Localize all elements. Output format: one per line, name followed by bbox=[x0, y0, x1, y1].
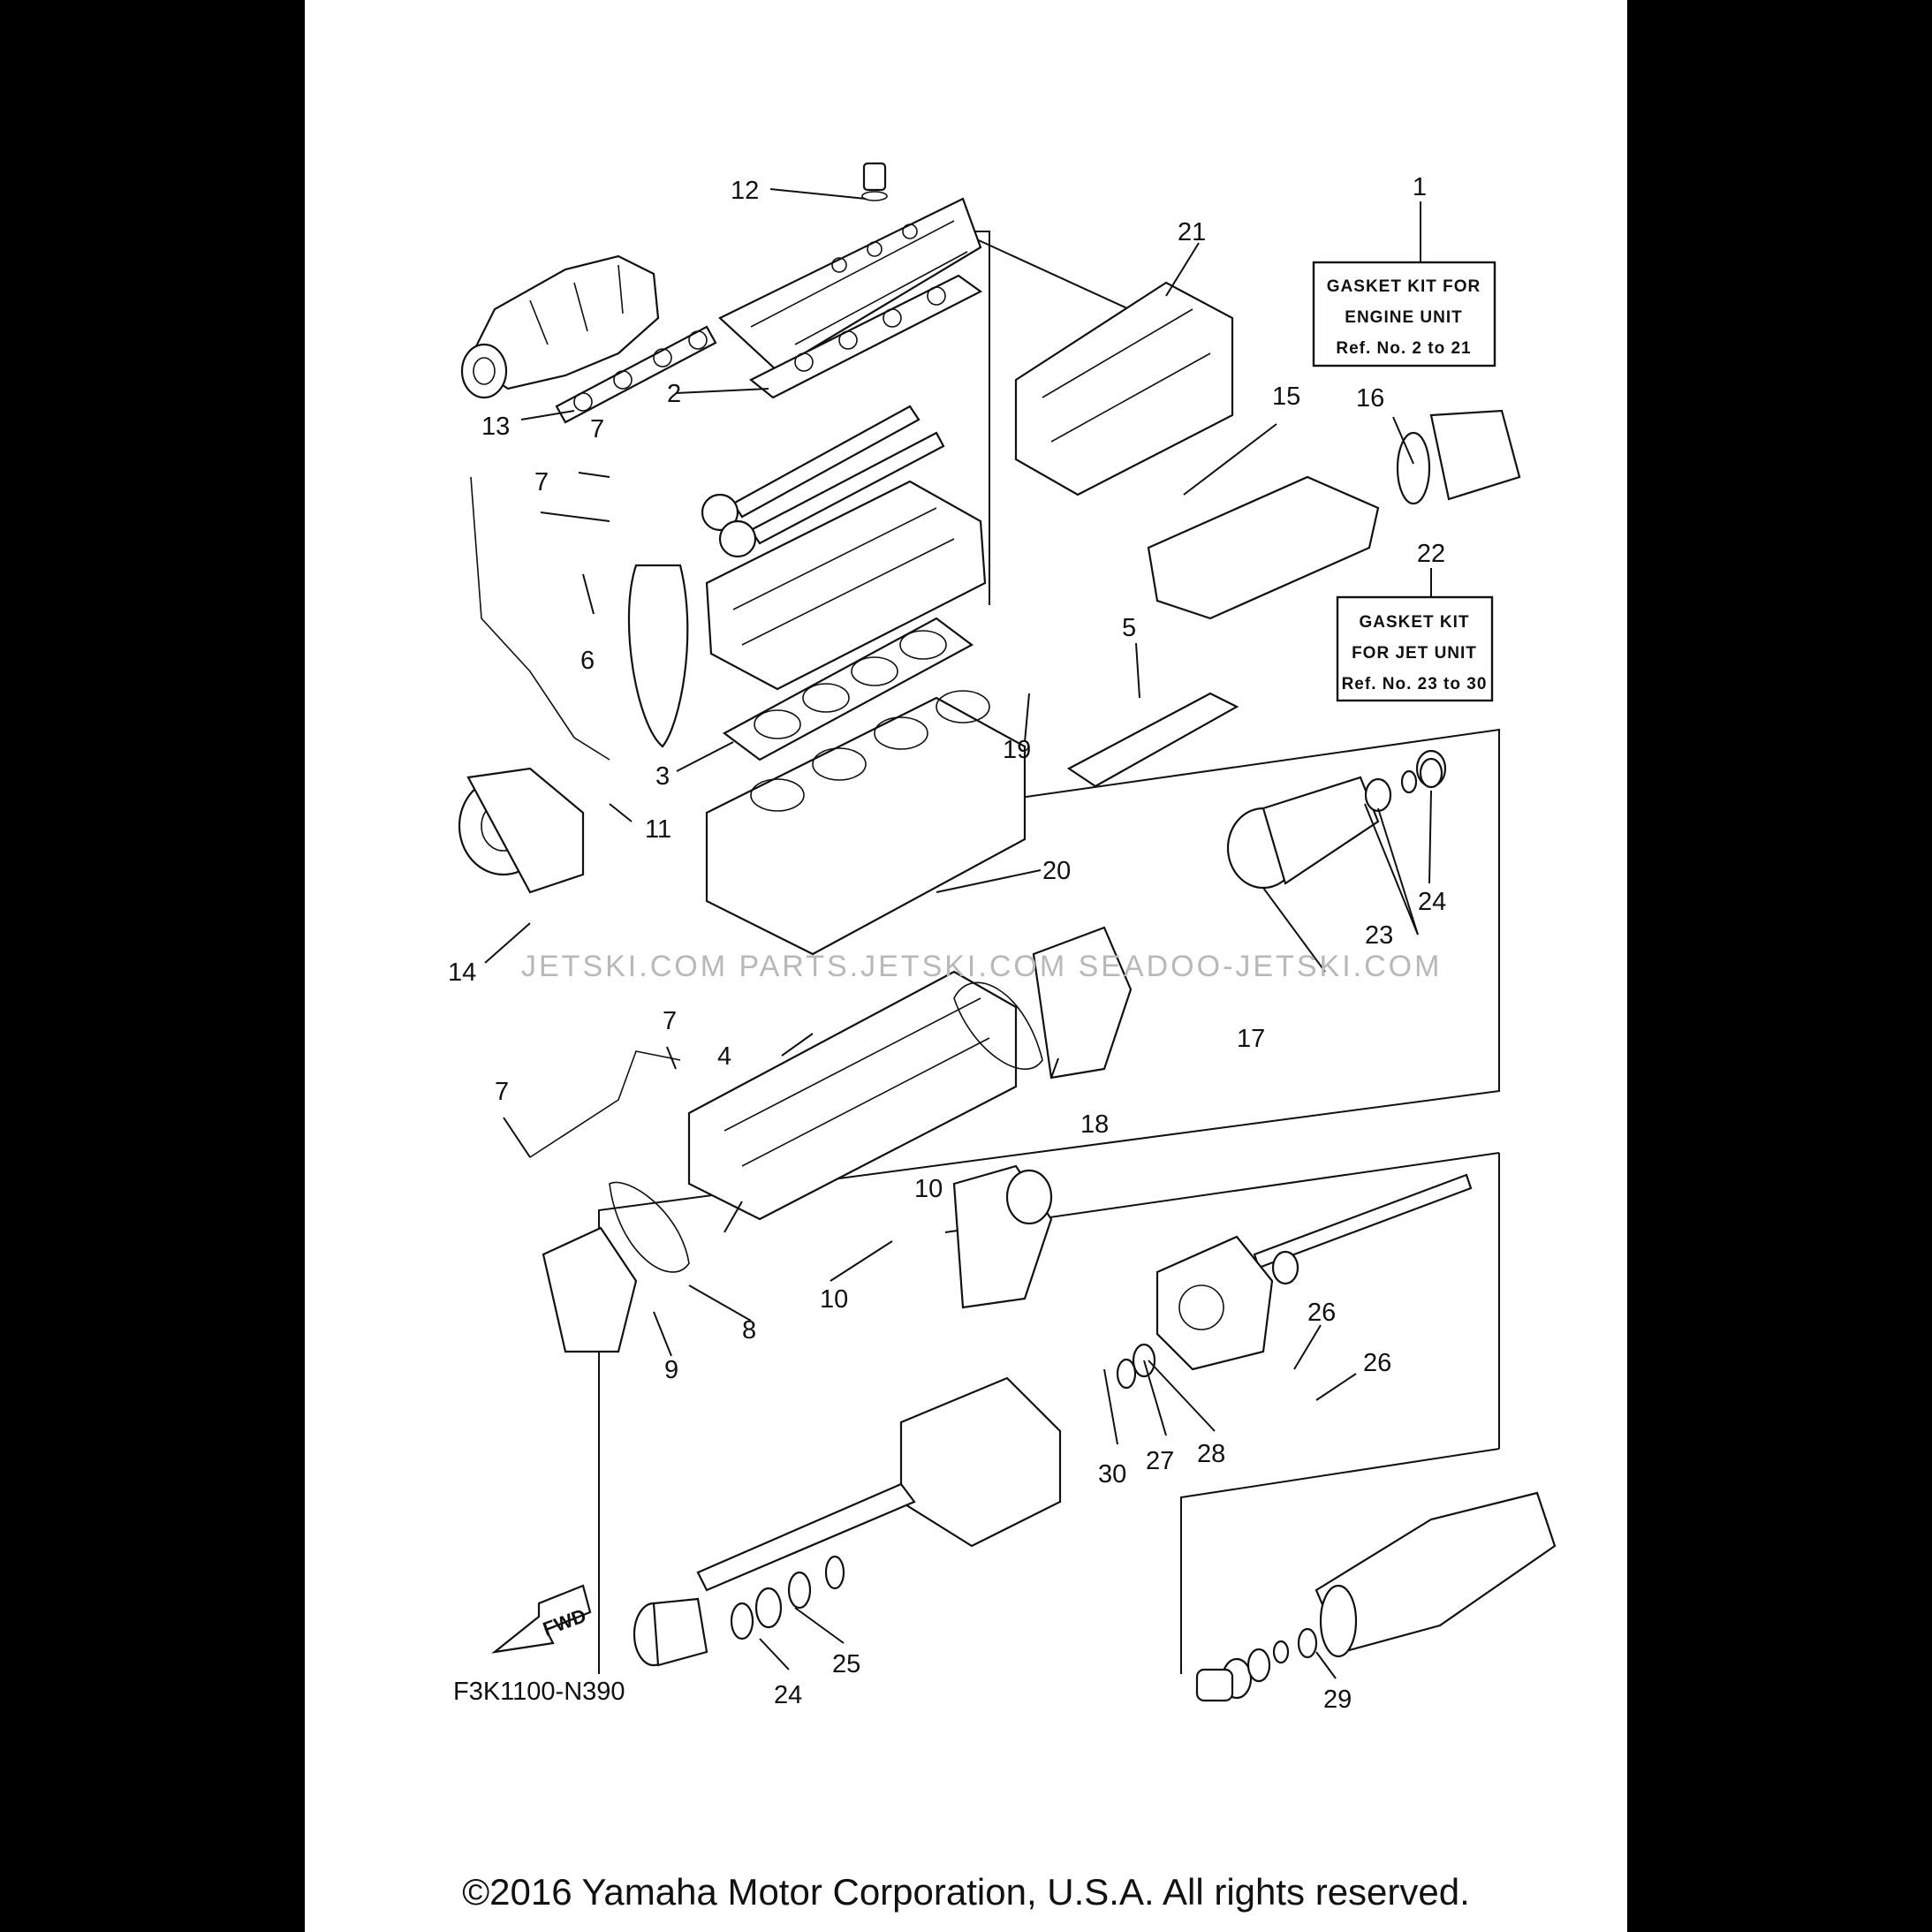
copyright-notice: ©2016 Yamaha Motor Corporation, U.S.A. A… bbox=[462, 1871, 1470, 1913]
callout-6: 6 bbox=[580, 647, 595, 675]
callout-11: 11 bbox=[645, 815, 671, 844]
callout-21: 21 bbox=[1178, 218, 1206, 246]
engine-kit-line3: Ref. No. 2 to 21 bbox=[1336, 339, 1471, 358]
callout-4: 4 bbox=[717, 1042, 731, 1071]
callout-24a: 24 bbox=[1418, 888, 1446, 916]
head-cover-gasket bbox=[748, 274, 983, 399]
callout-26b: 26 bbox=[1363, 1349, 1391, 1377]
crankcase bbox=[687, 970, 1018, 1221]
callout-9: 9 bbox=[664, 1356, 678, 1384]
callout-12: 12 bbox=[731, 177, 759, 205]
callout-16: 16 bbox=[1356, 384, 1384, 413]
callout-24b: 24 bbox=[774, 1681, 802, 1709]
seals-bottom bbox=[730, 1555, 845, 1640]
callout-30: 30 bbox=[1098, 1460, 1126, 1489]
oil-filler-cap bbox=[861, 162, 888, 201]
callout-22: 22 bbox=[1417, 540, 1445, 568]
callout-13: 13 bbox=[481, 413, 510, 441]
callout-numbers: 2 3 4 5 6 7 7 7 7 8 9 10 10 11 12 13 14 … bbox=[448, 177, 1446, 1714]
cylinder-head-gasket bbox=[722, 617, 974, 761]
callout-15: 15 bbox=[1272, 383, 1300, 411]
oil-pipe bbox=[529, 1050, 681, 1158]
engine-kit-line1: GASKET KIT FOR bbox=[1327, 277, 1481, 296]
callout-14: 14 bbox=[448, 958, 476, 987]
exhaust-manifold bbox=[460, 254, 660, 399]
callout-1: 1 bbox=[1413, 173, 1427, 201]
nozzle-assembly bbox=[1315, 1491, 1557, 1658]
jet-unit-gasket-kit-box[interactable]: GASKET KIT FOR JET UNIT Ref. No. 23 to 3… bbox=[1336, 595, 1494, 702]
oil-pump bbox=[952, 1164, 1053, 1309]
callout-7a: 7 bbox=[590, 415, 604, 443]
impeller-housing bbox=[696, 1376, 1062, 1592]
cylinder-head bbox=[705, 480, 987, 691]
timing-chain bbox=[627, 564, 689, 748]
callout-5: 5 bbox=[1122, 614, 1136, 642]
callout-7d: 7 bbox=[495, 1078, 509, 1106]
jet-kit-line2: FOR JET UNIT bbox=[1352, 644, 1477, 663]
callout-17: 17 bbox=[1237, 1025, 1265, 1053]
throttle-body bbox=[1396, 409, 1521, 505]
callout-29: 29 bbox=[1323, 1686, 1352, 1714]
callout-19: 19 bbox=[1003, 736, 1031, 764]
callout-2: 2 bbox=[667, 380, 681, 408]
leader-lines bbox=[484, 188, 1432, 1679]
camshafts bbox=[701, 405, 945, 558]
cylinder-head-cover bbox=[718, 197, 982, 373]
cylinder-block bbox=[705, 690, 1027, 956]
oil-level-gauge bbox=[470, 476, 610, 761]
jet-kit-line1: GASKET KIT bbox=[1359, 613, 1469, 632]
callout-26a: 26 bbox=[1307, 1299, 1336, 1327]
engine-kit-line2: ENGINE UNIT bbox=[1345, 308, 1462, 327]
callout-28: 28 bbox=[1197, 1440, 1225, 1468]
callout-8: 8 bbox=[742, 1316, 756, 1345]
seals-right bbox=[1195, 1627, 1318, 1702]
turbocharger bbox=[458, 767, 585, 894]
watermark: JETSKI.COM PARTS.JETSKI.COM SEADOO-JETSK… bbox=[521, 950, 1442, 983]
callout-3: 3 bbox=[655, 762, 670, 791]
seals-upper-right bbox=[1364, 757, 1443, 813]
intake-manifold bbox=[1014, 281, 1234, 496]
callout-10b: 10 bbox=[820, 1285, 848, 1314]
callout-7c: 7 bbox=[663, 1007, 677, 1035]
front-coupler bbox=[633, 1597, 708, 1667]
intermediate-housing bbox=[1155, 1235, 1274, 1371]
callout-20: 20 bbox=[1042, 857, 1071, 885]
callout-18: 18 bbox=[1080, 1110, 1109, 1139]
water-pump bbox=[542, 1181, 690, 1353]
callout-10a: 10 bbox=[914, 1175, 943, 1203]
engine-gasket-kit-box[interactable]: GASKET KIT FOR ENGINE UNIT Ref. No. 2 to… bbox=[1312, 261, 1496, 367]
intercooler bbox=[1147, 475, 1380, 620]
callout-23: 23 bbox=[1365, 921, 1393, 950]
exhaust-gasket bbox=[555, 325, 717, 424]
oil-cooler bbox=[1066, 692, 1239, 788]
diagram-code: F3K1100-N390 bbox=[453, 1678, 625, 1706]
fwd-arrow: FWD bbox=[491, 1584, 592, 1654]
callout-7b: 7 bbox=[534, 468, 549, 496]
callout-27: 27 bbox=[1146, 1447, 1174, 1475]
stator-cover bbox=[953, 926, 1133, 1080]
callout-25: 25 bbox=[832, 1650, 860, 1678]
jet-kit-line3: Ref. No. 23 to 30 bbox=[1342, 675, 1488, 693]
